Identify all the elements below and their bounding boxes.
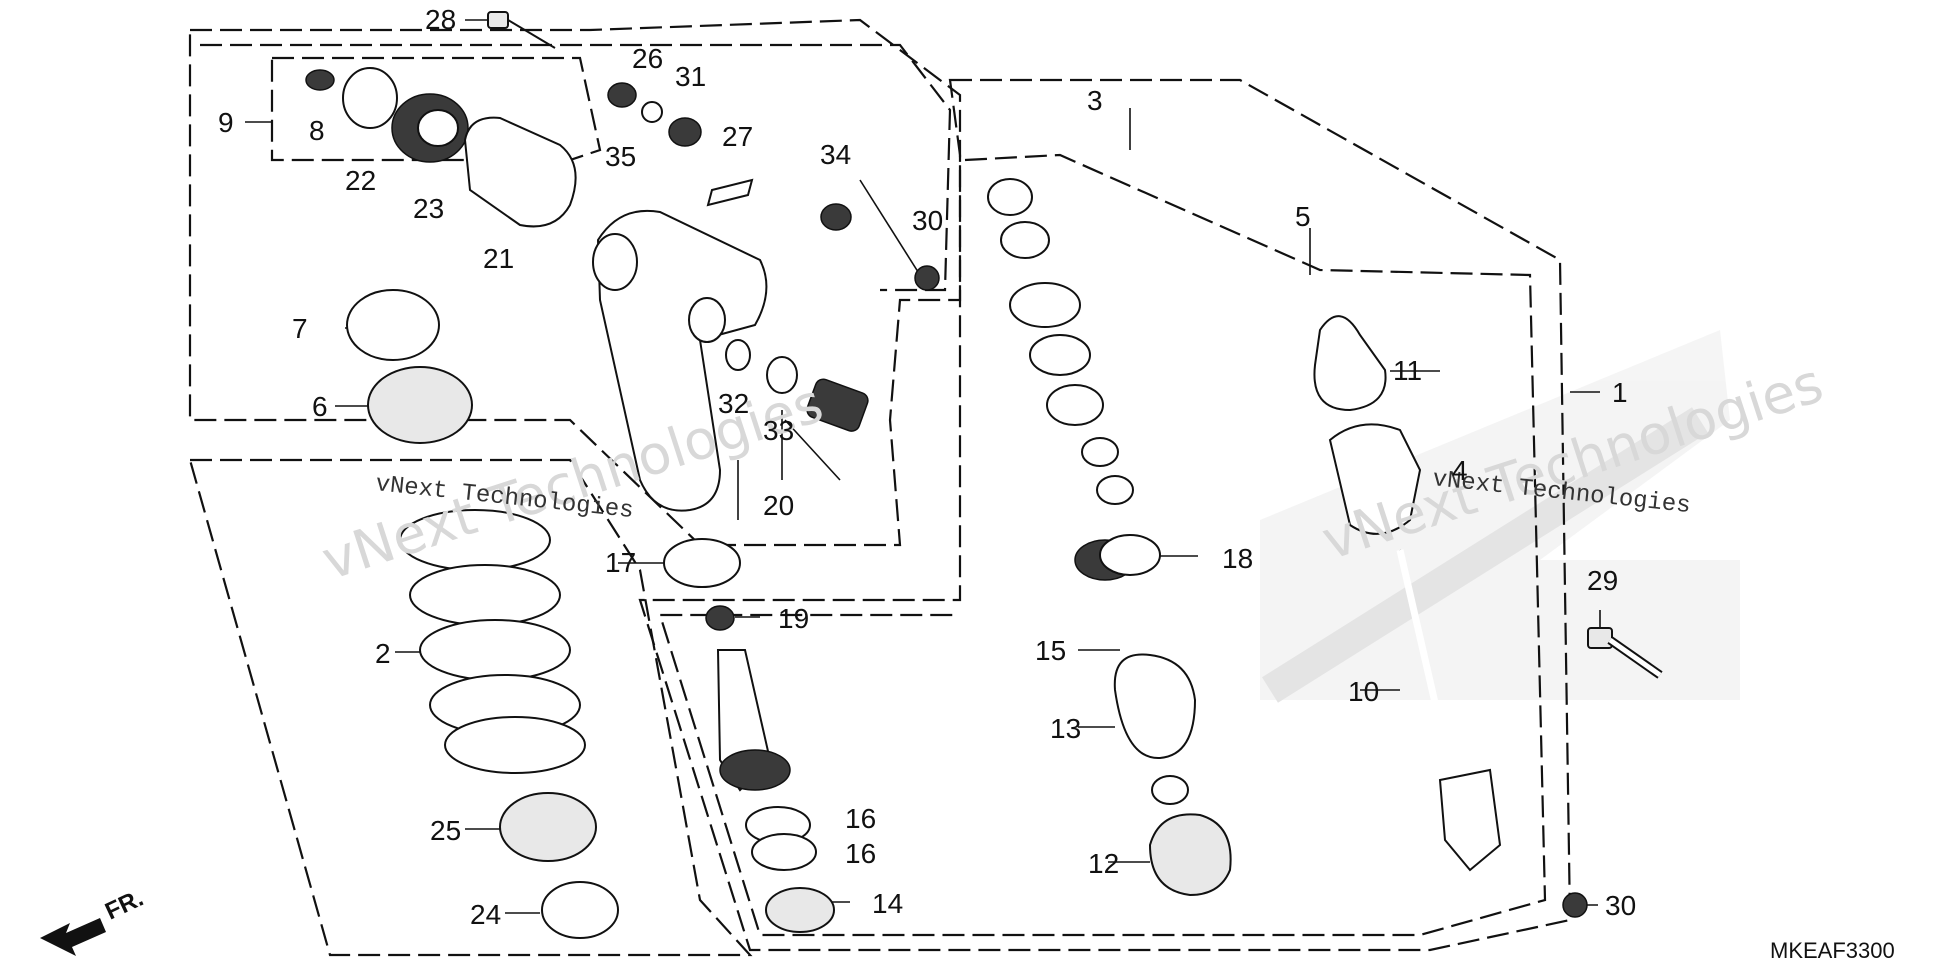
callout-8: 8 [309, 115, 325, 146]
callout-19: 19 [778, 603, 809, 634]
collar-small [1151, 775, 1189, 805]
washer-34 [820, 203, 852, 231]
callout-27: 27 [722, 121, 753, 152]
bladder-21 [463, 116, 577, 228]
callout-35: 35 [605, 141, 636, 172]
parts-layer [305, 11, 1663, 939]
front-direction-label: FR. [101, 885, 147, 926]
callout-16a: 16 [845, 803, 876, 834]
washer-18 [1081, 437, 1119, 467]
callout-21: 21 [483, 243, 514, 274]
circlip-24 [541, 881, 619, 939]
oring-26 [641, 101, 663, 123]
locknut-6 [367, 366, 473, 444]
callout-33: 33 [763, 415, 794, 446]
bump-stop-13 [1113, 653, 1197, 760]
callout-26: 26 [632, 43, 663, 74]
frame-damper-cap [270, 56, 602, 162]
damper-body [592, 209, 768, 512]
seal-35 [607, 82, 637, 108]
group-frames [188, 18, 1572, 957]
adjuster-20 [806, 378, 869, 432]
callout-10: 10 [1348, 676, 1379, 707]
drawing-code: MKEAF3300 [1770, 938, 1895, 963]
callout-28: 28 [425, 4, 456, 35]
callout-32: 32 [718, 388, 749, 419]
frame-spring [188, 458, 753, 957]
ring-17 [663, 538, 741, 588]
bushing-14 [765, 887, 835, 933]
locknut-7 [346, 289, 440, 361]
callout-5: 5 [1295, 201, 1311, 232]
callout-3: 3 [1087, 85, 1103, 116]
frame-damper-rod [658, 153, 1547, 937]
seal-12 [1148, 813, 1232, 897]
callout-23: 23 [413, 193, 444, 224]
piston-stack-left [716, 649, 791, 792]
callout-13: 13 [1050, 713, 1081, 744]
bushing-31 [668, 117, 702, 147]
callout-11: 11 [1393, 355, 1422, 386]
callout-25: 25 [430, 815, 461, 846]
piston-stack-center [987, 178, 1136, 581]
bolt-28 [487, 11, 556, 49]
callout-16b: 16 [845, 838, 876, 869]
shim-16b [751, 833, 817, 871]
front-arrow-icon [40, 918, 106, 956]
damper-rod-10 [1396, 549, 1502, 872]
nut-30-top [914, 265, 940, 291]
frame-main [638, 78, 1572, 952]
nut-8 [305, 69, 335, 91]
brand-logo-watermark [1260, 330, 1740, 703]
spring-2 [399, 509, 586, 774]
callout-20: 20 [763, 490, 794, 521]
oring-15 [1099, 534, 1161, 576]
cup-4 [1328, 423, 1422, 535]
nut-19 [705, 605, 735, 631]
circlip-22 [342, 67, 398, 129]
bump-rubber-11 [1313, 315, 1387, 412]
front-direction-indicator: FR. [40, 885, 148, 956]
damper-cap-23 [391, 93, 469, 163]
label-27 [706, 178, 754, 207]
callout-12: 12 [1088, 848, 1119, 879]
callout-30-bottom: 30 [1605, 890, 1636, 921]
callout-labels: 28 26 31 27 9 8 35 22 23 21 34 30 3 5 11… [218, 4, 1636, 930]
callout-9: 9 [218, 107, 234, 138]
callout-15: 15 [1035, 635, 1066, 666]
nut-30-bottom [1562, 892, 1588, 918]
callout-24: 24 [470, 899, 501, 930]
callout-17: 17 [605, 547, 636, 578]
callout-22: 22 [345, 165, 376, 196]
callout-18: 18 [1222, 543, 1253, 574]
callout-6: 6 [312, 391, 328, 422]
oring-32 [725, 339, 751, 371]
frame-inner-top [200, 43, 952, 292]
washer-18b [1096, 475, 1134, 505]
callout-1: 1 [1612, 377, 1628, 408]
bolt-29 [1587, 627, 1663, 679]
callout-30-top: 30 [912, 205, 943, 236]
callout-34: 34 [820, 139, 851, 170]
callout-2: 2 [375, 638, 391, 669]
callout-31: 31 [675, 61, 706, 92]
callout-7: 7 [292, 313, 308, 344]
callout-29: 29 [1587, 565, 1618, 596]
callout-4: 4 [1452, 455, 1468, 486]
seat-25 [499, 792, 597, 862]
oring-33 [766, 356, 798, 394]
frame-outer-top [188, 18, 962, 547]
callout-14: 14 [872, 888, 903, 919]
